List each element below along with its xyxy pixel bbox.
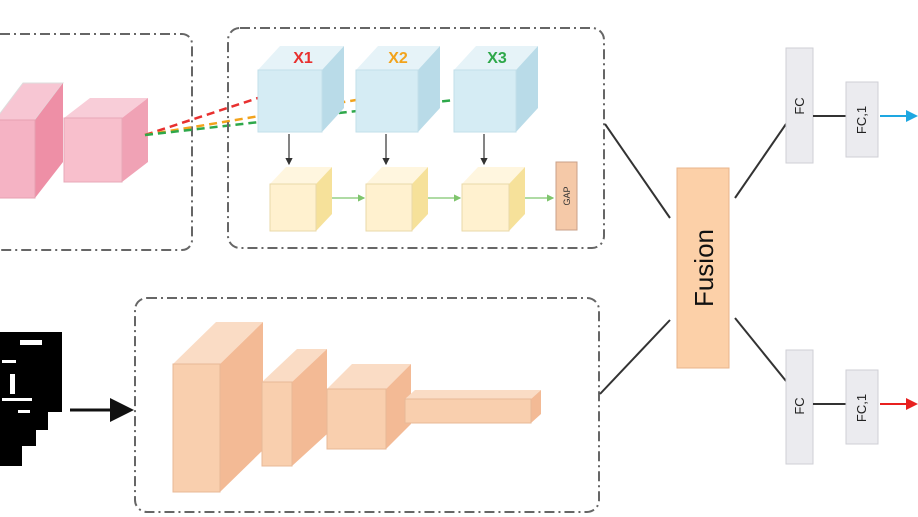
fc1-label-2: FC,1 xyxy=(854,394,869,422)
scale-label-x1: X1 xyxy=(293,50,313,67)
backbone-block-1 xyxy=(0,82,65,199)
cnn-block-3 xyxy=(326,364,411,450)
cnn-block-1 xyxy=(172,322,263,493)
scale-cube-x2 xyxy=(355,46,440,133)
backbone-group-frame xyxy=(0,33,193,251)
feature-cube-1 xyxy=(269,167,332,232)
cnn-block-2 xyxy=(261,349,327,467)
input-image-stack xyxy=(0,332,62,466)
fc1-label-1: FC,1 xyxy=(854,106,869,134)
scale-connections xyxy=(144,96,455,137)
fc1-box-1 xyxy=(845,81,879,158)
scale-label-x2: X2 xyxy=(388,50,408,67)
fusion-label: Fusion xyxy=(689,229,719,307)
fusion-box xyxy=(676,167,730,369)
scale-label-x3: X3 xyxy=(487,50,507,67)
scale-cube-x1 xyxy=(257,46,344,133)
output-arrowhead-2 xyxy=(906,398,918,410)
output-arrowhead-1 xyxy=(906,110,918,122)
cnn-group-frame xyxy=(134,297,600,513)
fc1-box-2 xyxy=(845,369,879,445)
fusion-connections xyxy=(599,123,787,395)
fc-box-1 xyxy=(785,47,814,164)
multiscale-group-frame xyxy=(227,27,605,249)
gap-box xyxy=(555,161,578,231)
fc-box-2 xyxy=(785,349,814,465)
scale-down-arrows xyxy=(285,134,488,166)
cnn-block-4 xyxy=(404,390,541,424)
fc-label-2: FC xyxy=(792,397,807,414)
fc-label-1: FC xyxy=(792,97,807,114)
feature-cube-2 xyxy=(365,167,428,232)
scale-cube-x3 xyxy=(453,46,538,133)
backbone-block-2 xyxy=(63,98,148,183)
gap-label: GAP xyxy=(562,186,572,205)
feature-cube-3 xyxy=(461,167,525,232)
